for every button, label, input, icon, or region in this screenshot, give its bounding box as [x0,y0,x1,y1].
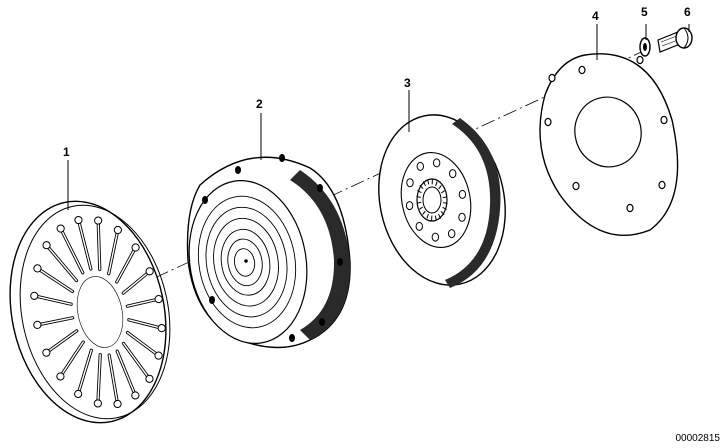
callout-4: 4 [592,9,599,23]
spring-finger [115,349,140,400]
spring-finger [125,295,163,308]
flange-hole [660,115,668,125]
part-4-flange-ring [539,53,679,237]
diagram-reference-number: 00002815 [675,433,721,444]
flange-hole [626,203,634,213]
pressure-plate-ring [227,238,263,287]
spring-finger [56,340,85,381]
bolt-hole [209,296,215,304]
flange-hole [572,181,580,191]
pressure-plate-ring [213,217,279,307]
hub-hole [458,189,467,199]
spring-finger [93,353,102,408]
callout-6: 6 [684,5,691,19]
hub-hole [432,158,441,168]
bolt-hole [317,184,323,192]
bolt-hole [289,334,295,342]
spring-finger [115,243,140,284]
flange-hole [658,180,666,190]
spring-finger [33,264,75,294]
pressure-plate-ring [220,228,271,296]
spring-fingers [30,215,166,409]
part-1-spring-plate [9,200,171,424]
spring-finger [121,267,154,295]
bolt-hole [235,166,241,174]
spring-finger [33,316,75,329]
hub-hole [447,229,456,239]
spring-finger [74,348,93,399]
flange-hole [578,65,586,75]
flange-bolt-holes [544,55,668,213]
bolt-hole [337,258,343,266]
hub-hole [416,161,425,171]
spring-finger [94,216,103,271]
bolt-hole [202,196,208,204]
pressure-plate-ring [205,206,288,318]
callout-5: 5 [641,5,648,19]
hub-hole [449,169,457,179]
part-2-pressure-plate [186,154,351,349]
part-6-bolt [657,27,693,53]
hub-hole [431,232,440,242]
hub-hole [406,178,414,188]
callout-2: 2 [256,97,263,111]
callout-3: 3 [404,76,411,90]
spring-finger [56,224,85,275]
splined-hub [416,178,448,222]
callout-1: 1 [63,145,70,159]
spring-finger [30,291,73,306]
spring-finger [125,330,163,360]
part-3-clutch-disc [378,114,506,288]
spring-finger [121,341,154,383]
leader-lines [67,24,690,210]
spring-finger [42,329,79,357]
spring-finger [74,215,93,271]
hub-hole [458,212,466,222]
spring-finger [107,353,122,409]
pressure-plate-bolt-holes [202,154,343,342]
bolt-hole [319,318,325,326]
flange-hole [636,55,644,65]
part-5-washer [639,37,651,57]
spring-finger [42,241,79,283]
flange-hole [548,73,556,83]
pressure-plate-rings [197,195,297,329]
spring-finger [127,318,166,333]
pressure-plate-ring [233,248,256,277]
hub-hole [415,221,423,231]
flange-hole [544,117,552,127]
hub-hole [405,201,414,211]
pressure-plate-ring [197,195,297,329]
spring-finger [107,225,122,276]
bolt-hole [279,154,285,162]
clutch-disc-hub-holes [405,158,467,242]
